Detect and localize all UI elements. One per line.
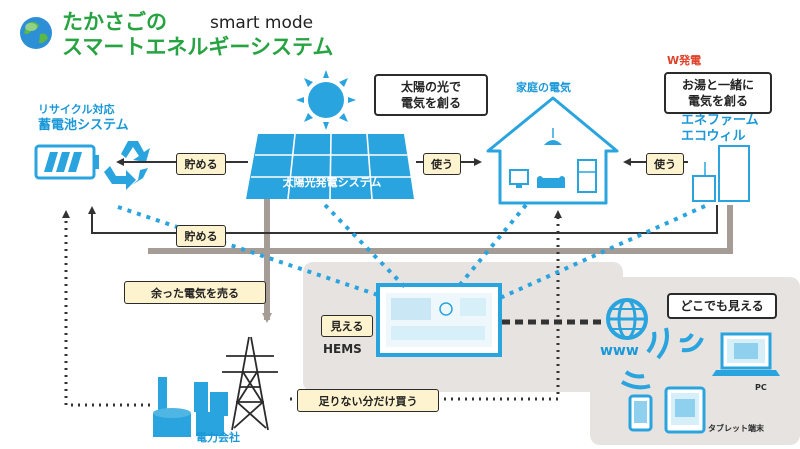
recycle-icon	[104, 141, 150, 190]
pc-icon	[712, 332, 780, 376]
power-flow-lines	[148, 199, 733, 323]
sun-bubble-line-1: 太陽の光で	[400, 80, 461, 94]
sell-surplus-label: 余った電気を売る	[124, 281, 266, 304]
pc-label: PC	[755, 383, 767, 392]
store-bottom-label: 貯める	[176, 225, 226, 247]
hotwater-bubble: お湯と一緒に 電気を創る	[664, 72, 772, 114]
hems-label: HEMS	[323, 342, 362, 356]
buy-shortage-label: 足りない分だけ買う	[297, 389, 439, 412]
battery-icon	[34, 144, 99, 180]
www-globe-icon	[606, 298, 648, 340]
sun-bubble: 太陽の光で 電気を創る	[374, 74, 488, 116]
anywhere-bubble: どこでも見える	[667, 293, 777, 319]
anywhere-text: どこでも見える	[680, 299, 764, 313]
tablet-icon	[664, 386, 706, 434]
power-pylon-icon	[222, 336, 278, 431]
power-company-label: 電力会社	[196, 431, 240, 444]
enefarm-label-1: エネファーム	[681, 113, 759, 128]
hotwater-bubble-line-1: お湯と一緒に	[681, 78, 754, 92]
w-power-label: W発電	[667, 54, 702, 67]
hems-monitor-icon	[376, 283, 502, 357]
see-label: 見える	[321, 315, 373, 337]
use-enefarm-label: 使う	[646, 153, 684, 175]
title-line-2: スマートエネルギーシステム	[62, 35, 334, 59]
sun-icon	[296, 70, 356, 130]
tablet-label: タブレット端末	[708, 424, 764, 433]
solar-label: 太陽光発電システム	[282, 176, 382, 189]
battery-label: 蓄電池システム	[38, 118, 129, 133]
power-plant-icon	[153, 377, 228, 437]
mode-label: smart mode	[210, 13, 314, 33]
monitoring-beams	[117, 203, 706, 300]
store-top-label: 貯める	[176, 153, 226, 175]
dotted-flow-lines	[62, 210, 562, 407]
sun-bubble-line-2: 電気を創る	[400, 96, 461, 110]
smartphone-icon	[628, 394, 653, 432]
enefarm-unit-icon	[692, 145, 750, 202]
hotwater-bubble-line-2: 電気を創る	[687, 94, 748, 108]
globe-logo-icon	[20, 17, 52, 49]
house-label: 家庭の電気	[516, 81, 571, 94]
battery-sub-label: リサイクル対応	[38, 103, 115, 116]
use-solar-label: 使う	[423, 153, 461, 175]
title-line-1: たかさごの	[62, 10, 167, 34]
house-icon	[486, 96, 619, 205]
www-label: www	[600, 343, 639, 359]
enefarm-label-2: エコウィル	[681, 129, 746, 144]
wireless-wave-icon	[621, 327, 704, 390]
solar-panel-icon	[246, 133, 414, 200]
